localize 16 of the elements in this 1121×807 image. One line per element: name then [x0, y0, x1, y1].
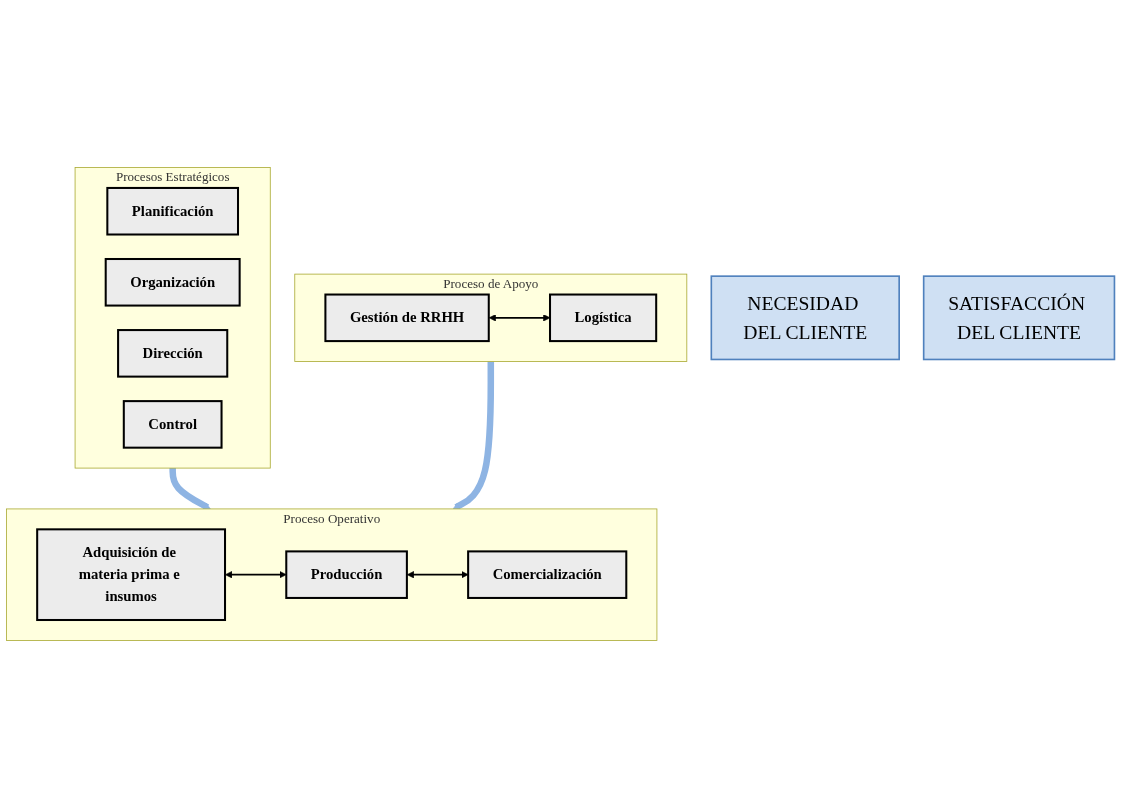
node-box: Logística: [549, 293, 658, 342]
arrow: [452, 361, 495, 510]
node-box: Adquisición de materia prima e insumos: [36, 527, 227, 621]
node-box: Producción: [285, 549, 408, 599]
node-box: Control: [122, 399, 223, 449]
node-box: Comercialización: [467, 549, 628, 599]
arrow: [406, 570, 469, 578]
arrow: [488, 313, 551, 321]
node-box: Organización: [104, 257, 241, 307]
arrow: [225, 570, 287, 578]
node-box: SATISFACCIÓN DEL CLIENTE: [922, 274, 1116, 360]
node-box: Planificación: [106, 186, 240, 236]
node-box: Dirección: [117, 328, 229, 378]
node-box: NECESIDAD DEL CLIENTE: [710, 274, 900, 360]
arrow: [169, 467, 211, 510]
node-box: Gestión de RRHH: [324, 293, 490, 342]
